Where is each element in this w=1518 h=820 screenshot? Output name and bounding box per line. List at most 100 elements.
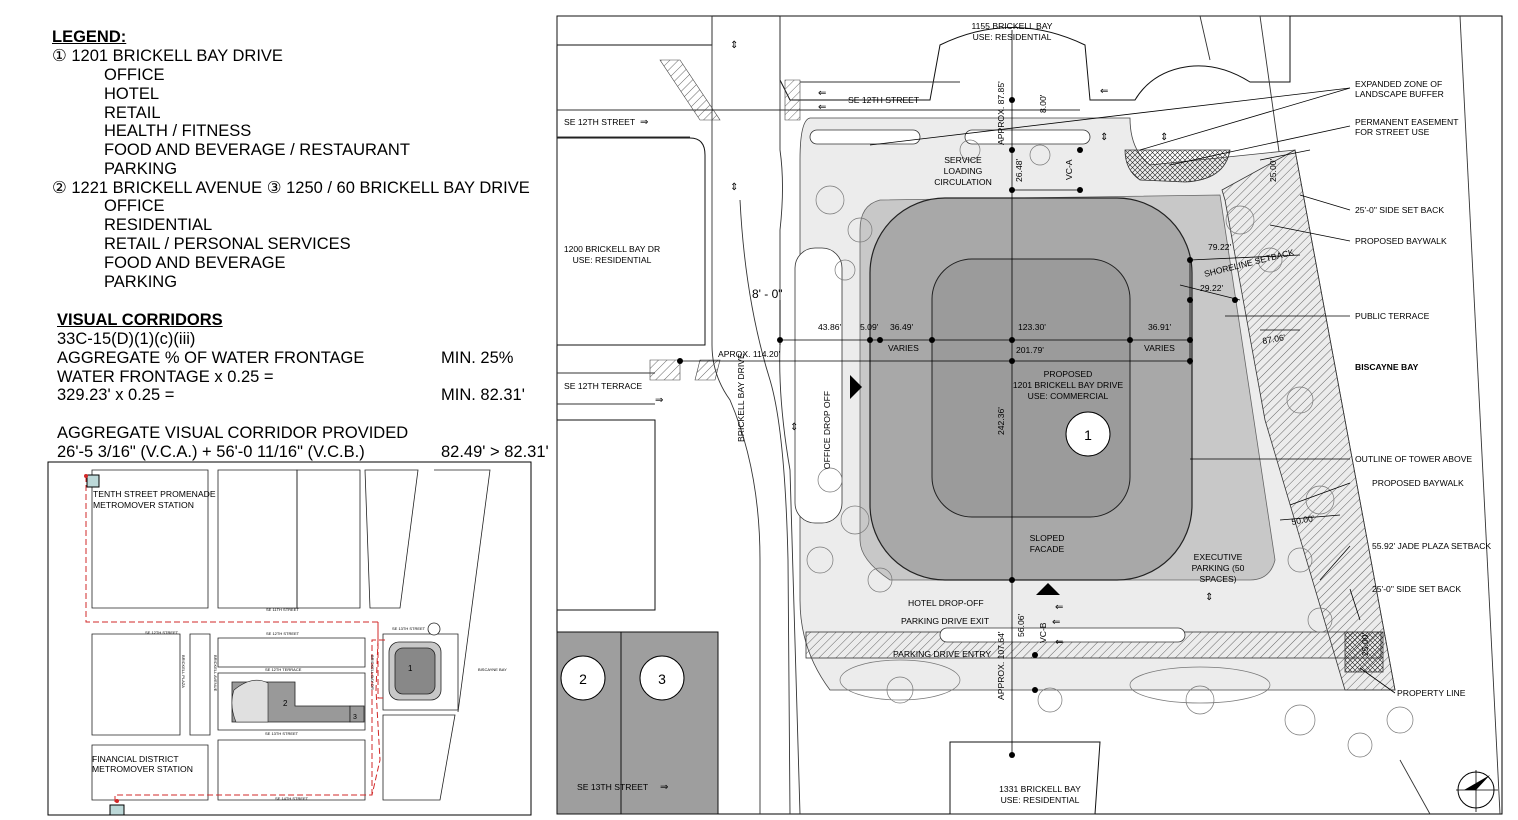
callout-label: PROPOSED BAYWALK <box>1372 478 1464 488</box>
corridor-provided-value: 82.49' > 82.31' <box>441 443 549 461</box>
svg-text:⇐: ⇐ <box>818 102 826 113</box>
dimension-label: 50.00' <box>1291 513 1316 527</box>
station-top-label: TENTH STREET PROMENADE <box>93 489 216 499</box>
area-label: PARKING DRIVE ENTRY <box>893 649 991 659</box>
area-label: VC-B <box>1038 622 1048 643</box>
key-map-avenue: BRICKELL PLAZA <box>181 655 186 688</box>
dimension-label: VARIES <box>888 343 919 353</box>
callout-label: PROPOSED BAYWALK <box>1355 236 1447 246</box>
baywalk-hatch <box>1221 149 1396 691</box>
svg-text:⇕: ⇕ <box>730 182 738 193</box>
key-map-station-bottom <box>109 804 125 816</box>
dimension-label: 25.00' <box>1268 158 1278 182</box>
site23-heading: ② 1221 BRICKELL AVENUE ③ 1250 / 60 BRICK… <box>52 179 530 197</box>
proposed-label: USE: COMMERCIAL <box>1028 391 1109 401</box>
dimension-label: VARIES <box>1144 343 1175 353</box>
key-map-blocks <box>91 469 491 801</box>
legend-panel: LEGEND: ① 1201 BRICKELL BAY DRIVE OFFICE… <box>52 28 557 468</box>
site1-use: HEALTH / FITNESS <box>104 122 252 140</box>
callout-label: OUTLINE OF TOWER ABOVE <box>1355 454 1472 464</box>
dimension-label: 123.30' <box>1018 322 1046 332</box>
key-map-site-number: 2 <box>283 699 288 708</box>
station-bottom-label: FINANCIAL DISTRICT <box>92 754 179 764</box>
key-map-frame <box>47 461 532 816</box>
key-map-roundabout <box>427 622 441 636</box>
street-label: SE 12TH STREET <box>564 117 636 127</box>
key-map-route <box>85 476 385 805</box>
site-3-marker <box>639 655 685 701</box>
svg-text:⇐: ⇐ <box>1055 602 1063 613</box>
building-label-bottom: USE: RESIDENTIAL <box>1001 795 1080 805</box>
site23-use: RETAIL / PERSONAL SERVICES <box>104 235 351 253</box>
street-label: SE 12TH STREET <box>848 95 920 105</box>
svg-text:⇐: ⇐ <box>1100 86 1108 97</box>
svg-text:⇒: ⇒ <box>660 782 668 793</box>
callout-label: FOR STREET USE <box>1355 127 1430 137</box>
corridor-line: AGGREGATE % OF WATER FRONTAGE <box>57 349 365 367</box>
area-label: LOADING <box>944 166 983 176</box>
traffic-arrows: ⇐⇐⇐ ⇒⇒⇒ ⇕⇕⇕ ⇐⇐⇐ ⇕⇕⇕ <box>640 40 1213 793</box>
building-label-left: USE: RESIDENTIAL <box>573 255 652 265</box>
corridor-value: MIN. 82.31' <box>441 386 525 404</box>
site-1-marker <box>1065 411 1111 457</box>
driveways <box>794 129 1186 643</box>
key-map-station-top <box>86 474 100 488</box>
key-map-street: SE 12TH STREET <box>266 631 300 636</box>
area-label: SPACES) <box>1199 574 1236 584</box>
key-map-route-dot <box>84 474 88 478</box>
road-lines <box>557 15 1501 815</box>
area-label: VC-A <box>1064 159 1074 180</box>
key-map-route-dot <box>115 799 119 803</box>
site1-use: PARKING <box>104 160 178 178</box>
setback-hatch <box>1344 631 1384 673</box>
dimension-label: APPROX. 107.64' <box>996 631 1006 700</box>
building-label-bottom: 1331 BRICKELL BAY <box>999 784 1081 794</box>
proposed-label: 1201 BRICKELL BAY DRIVE <box>1013 380 1123 390</box>
key-map-adjacent <box>231 679 269 723</box>
dimension-label: 87.06' <box>1262 332 1287 346</box>
site1-use: OFFICE <box>104 66 165 84</box>
corridor-provided-formula: 26'-5 3/16" (V.C.A.) + 56'-0 11/16" (V.C… <box>57 443 365 461</box>
dimension-label: 8.00' <box>1038 94 1048 113</box>
site-3-number: 3 <box>658 671 666 687</box>
callout-label: LANDSCAPE BUFFER <box>1355 89 1444 99</box>
area-label: OFFICE DROP OFF <box>822 391 832 469</box>
area-label: CIRCULATION <box>934 177 992 187</box>
dimension-label: 201.79' <box>1016 345 1044 355</box>
dimension-nodes <box>677 97 1238 758</box>
dimension-label: 56.06' <box>1016 613 1026 637</box>
code-reference: 33C-15(D)(1)(c)(iii) <box>57 330 196 348</box>
station-bottom-label: METROMOVER STATION <box>92 764 193 774</box>
key-map-bay-label: BISCAYNE BAY <box>478 667 507 672</box>
street-label: SE 12TH TERRACE <box>564 381 642 391</box>
site-1-number: 1 <box>1084 427 1092 443</box>
dimension-label: 43.86' <box>818 322 842 332</box>
site-2-marker <box>560 655 606 701</box>
entry-triangle <box>1036 583 1060 595</box>
callout-label: PUBLIC TERRACE <box>1355 311 1430 321</box>
dimension-label: APPROX. 87.85' <box>996 81 1006 145</box>
dimension-lines <box>680 30 1341 755</box>
visual-corridors-title: VISUAL CORRIDORS <box>57 311 223 329</box>
key-map-street: SE 14TH STREET <box>275 796 309 801</box>
building-label-top: 1155 BRICKELL BAY <box>971 21 1052 31</box>
callout-label: EXPANDED ZONE OF <box>1355 79 1442 89</box>
site1-use: HOTEL <box>104 85 160 103</box>
site23-use: OFFICE <box>104 197 165 215</box>
corridor-line: WATER FRONTAGE x 0.25 = <box>57 368 274 386</box>
key-map-street: SE 12TH TERRACE <box>265 667 302 672</box>
callout-label: PERMANENT EASEMENT <box>1355 117 1459 127</box>
key-map-street: SE 13TH STREET <box>265 731 299 736</box>
svg-text:⇕: ⇕ <box>730 40 738 51</box>
site1-heading: ① 1201 BRICKELL BAY DRIVE <box>52 47 283 65</box>
site23-use: FOOD AND BEVERAGE <box>104 254 286 272</box>
key-map-street: SE 12TH STREET <box>145 630 179 635</box>
key-map-street: SE 13TH STREET <box>392 626 426 631</box>
street-label: BRICKELL BAY DRIVE <box>736 353 746 442</box>
entry-triangle <box>850 375 862 399</box>
area-label: FACADE <box>1030 544 1065 554</box>
svg-text:⇐: ⇐ <box>818 88 826 99</box>
site-2-number: 2 <box>579 671 587 687</box>
